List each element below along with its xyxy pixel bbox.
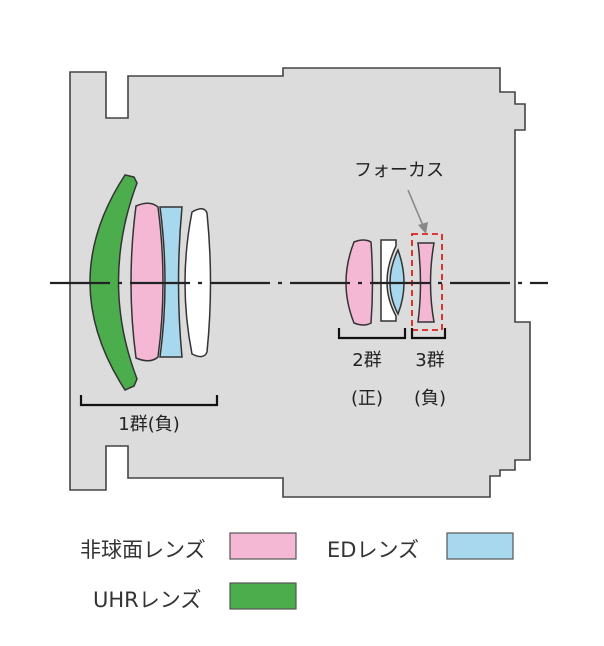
plain-lens-1 (184, 208, 212, 358)
focus-pointer-line (407, 189, 425, 229)
plain-lens-2 (380, 239, 397, 322)
group2-number-label: 2群 (352, 350, 381, 371)
legend-swatch-ed (446, 532, 514, 560)
group2-bracket (337, 328, 407, 340)
group1-label: 1群(負) (118, 414, 180, 435)
focus-pointer-arrowhead (418, 222, 428, 234)
group3-bracket (410, 328, 447, 340)
legend: 非球面レンズ EDレンズ UHRレンズ (80, 532, 514, 612)
group1-bracket (79, 395, 219, 407)
legend-label-aspherical: 非球面レンズ (80, 538, 206, 562)
legend-label-ed: EDレンズ (327, 538, 419, 562)
legend-label-uhr: UHRレンズ (93, 588, 201, 612)
legend-swatch-uhr (229, 582, 297, 610)
uhr-meniscus-lens (89, 174, 138, 391)
group2-sign-label: (正) (351, 388, 383, 409)
group3-number-label: 3群 (415, 350, 444, 371)
focus-label: フォーカス (354, 160, 444, 181)
legend-swatch-aspherical (229, 532, 297, 560)
group3-sign-label: (負) (414, 388, 446, 409)
